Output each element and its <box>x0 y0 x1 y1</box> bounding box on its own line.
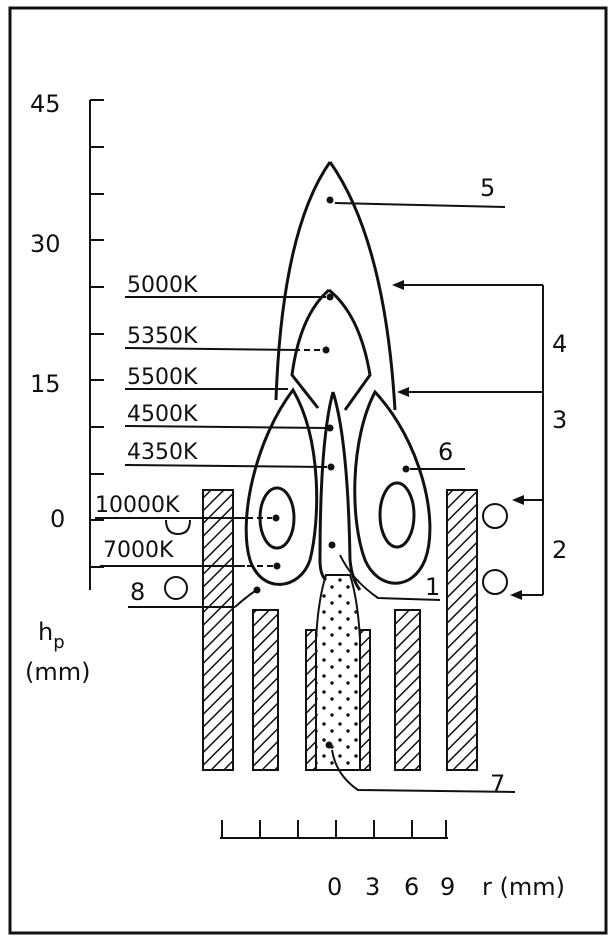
zone-central-channel <box>318 391 362 591</box>
r-tick-9: 9 <box>440 873 455 901</box>
temp-label-5350K: 5350K <box>127 324 198 349</box>
temp-label-10000K: 10000K <box>95 493 180 518</box>
callout-3: 3 <box>552 406 567 434</box>
outer-tube-left <box>202 489 234 771</box>
temperature-labels: 5000K 5350K 5500K 4500K 4350K 10000K 700… <box>95 273 328 567</box>
zone-5350K-inner-flame <box>290 288 372 411</box>
temp-label-4350K: 4350K <box>127 440 198 465</box>
r-axis: 0 3 6 9 r (mm) <box>220 820 565 901</box>
y-tick-30: 30 <box>30 230 61 258</box>
r-tick-6: 6 <box>404 873 419 901</box>
figure-frame <box>8 6 608 935</box>
zone-right-toroid <box>353 389 432 585</box>
y-axis-label: hp <box>38 618 65 653</box>
r-axis-label: r (mm) <box>482 873 565 901</box>
callout-6: 6 <box>438 438 453 466</box>
plasma-zones <box>244 161 432 749</box>
temp-label-5000K: 5000K <box>127 273 198 298</box>
tangential-inlet-left <box>165 519 191 536</box>
injector-wall-left <box>305 629 317 771</box>
outer-gas-inlet-upper <box>482 503 508 529</box>
y-axis: 45 30 15 0 hp (mm) <box>25 90 104 686</box>
outer-tube-right <box>446 489 478 771</box>
callout-1: 1 <box>425 573 440 601</box>
callout-4: 4 <box>552 330 567 358</box>
torch-tubes <box>202 489 478 771</box>
y-axis-unit: (mm) <box>25 658 90 686</box>
intermediate-gas-inlet <box>164 576 188 600</box>
temp-label-5500K: 5500K <box>127 365 198 390</box>
zone-5000K-outer-flame <box>274 161 397 411</box>
zone-left-toroid <box>244 387 319 586</box>
temp-label-7000K: 7000K <box>103 538 174 563</box>
callouts: 5 4 3 6 2 1 8 7 <box>128 174 567 798</box>
inner-tube-right <box>394 609 421 771</box>
r-tick-3: 3 <box>365 873 380 901</box>
injector-wall-right <box>359 629 371 771</box>
callout-5: 5 <box>480 174 495 202</box>
aerosol-channel <box>315 574 361 771</box>
callout-7: 7 <box>490 770 505 798</box>
y-tick-15: 15 <box>30 370 61 398</box>
temp-label-4500K: 4500K <box>127 402 198 427</box>
core-10000K-right <box>378 481 416 549</box>
callout-8: 8 <box>130 578 145 606</box>
r-tick-0: 0 <box>327 873 342 901</box>
y-tick-0: 0 <box>50 505 65 533</box>
inner-tube-left <box>252 609 279 771</box>
callout-2: 2 <box>552 536 567 564</box>
outer-gas-inlet-lower <box>482 569 508 595</box>
y-tick-45: 45 <box>30 90 61 118</box>
